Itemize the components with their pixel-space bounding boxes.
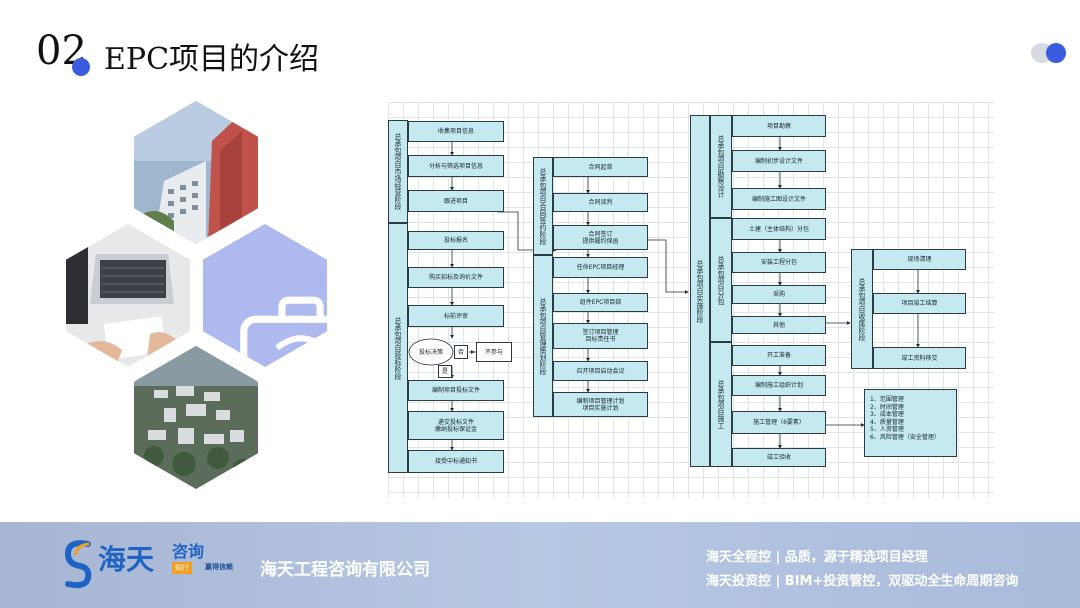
node-no-bid: 不参与 <box>476 342 512 362</box>
management-elements-list: 1、范围管理 2、时间管理 3、成本管理 4、质量管理 5、人资管理 6、风险管… <box>864 389 957 457</box>
node-form-dept: 组件EPC项目部 <box>553 293 648 312</box>
node-org-plan: 编制施工组织计划 <box>732 375 826 396</box>
node-yes-label: 是 <box>438 365 452 378</box>
node-track-project: 跟进项目 <box>408 190 504 212</box>
node-bid-signup: 投标报名 <box>408 231 504 250</box>
tagline-1: 海天全程控 | 品质，源于精选项目经理 <box>706 550 928 565</box>
aerial-city-photo-hexagon <box>134 346 258 489</box>
node-analyze-info: 分析与筛选项目信息 <box>408 155 504 177</box>
slide-title: EPC项目的介绍 <box>104 42 320 77</box>
phase-bid: 总承包项目投标阶段 <box>388 223 408 473</box>
company-name: 海天工程咨询有限公司 <box>260 560 430 580</box>
node-pre-review: 标前评审 <box>408 305 504 327</box>
briefcase-icon-hexagon <box>203 224 327 367</box>
building-photo-hexagon <box>134 101 258 244</box>
node-negotiate: 合同谈判 <box>553 193 648 212</box>
phase-implementation: 总承包项目实施阶段 <box>690 115 710 467</box>
laptop-photo-hexagon <box>66 224 190 367</box>
tagline-2: 海天投资控 | BIM+投资管控，双驱动全生命周期咨询 <box>706 574 1019 589</box>
epc-process-flowchart: 总承包项目市场经营阶段 总承包项目投标阶段 总承包项目合同签约阶段 总承包项目管… <box>388 102 994 498</box>
node-kickoff: 召开项目启动会议 <box>553 361 648 381</box>
company-logo-icon <box>64 540 92 589</box>
list-item: 5、人资管理 <box>870 426 904 434</box>
node-civil-sub: 土建（主体结构）分包 <box>732 218 826 240</box>
phase-closing: 总承包项目收尾阶段 <box>851 249 873 369</box>
phase-market: 总承包项目市场经营阶段 <box>388 120 408 223</box>
node-purchase: 采购 <box>732 285 826 304</box>
node-win-notice: 接受中标通知书 <box>408 450 504 473</box>
toggle-on-dot <box>1046 43 1066 63</box>
node-submit-bid: 递交投标文件缴纳投标保证金 <box>408 411 504 440</box>
list-item: 6、风险管理（安全管理） <box>870 433 940 441</box>
phase-subcontract: 总承包项目分包 <box>710 218 732 342</box>
node-no-label: 否 <box>454 345 468 359</box>
logo-name: 海天 <box>98 543 155 576</box>
phase-construction: 总承包项目施工 <box>710 342 732 467</box>
node-site-clean: 现场清理 <box>873 249 966 270</box>
node-construction-design: 编制施工图设计文件 <box>732 188 826 210</box>
node-responsibility: 签订项目管理目标责任书 <box>553 323 648 349</box>
footer-banner: 海天 咨询 知行 赢得信赖 海天工程咨询有限公司 海天全程控 | 品质，源于精选… <box>0 522 1080 608</box>
phase-planning: 总承包项目管理策划阶段 <box>533 255 553 417</box>
accent-dot <box>72 58 90 76</box>
list-item: 1、范围管理 <box>870 396 904 403</box>
list-item: 4、质量管理 <box>870 418 904 426</box>
node-construction-prep: 开工准备 <box>732 345 826 366</box>
node-acceptance: 竣工验收 <box>732 448 826 467</box>
phase-survey-design: 总承包项目勘察设计 <box>710 115 732 218</box>
node-construction-mgmt: 施工管理（6要素） <box>732 411 826 434</box>
node-settlement: 项目竣工结算 <box>873 293 966 314</box>
node-contract-sign: 合同签订提供履约保函 <box>553 225 648 250</box>
node-survey: 项目勘察 <box>732 115 826 137</box>
node-bid-decision: 投标决策 <box>418 348 443 356</box>
node-install-sub: 安装工程分包 <box>732 252 826 273</box>
node-buy-docs: 购买招标及询价文件 <box>408 267 504 288</box>
list-item: 3、成本管理 <box>870 411 904 419</box>
list-item: 2、时间管理 <box>870 403 904 411</box>
node-other: 其他 <box>732 316 826 334</box>
node-collect-info: 收集项目信息 <box>408 121 504 142</box>
node-management-plan: 编制项目管理计划项目实施计划 <box>553 392 648 417</box>
node-prepare-bid: 编制项目投标文件 <box>408 380 504 401</box>
node-handover: 竣工资料移交 <box>873 347 966 369</box>
node-contract-draft: 合同起草 <box>553 157 648 177</box>
logo-badge: 知行 <box>172 562 192 574</box>
node-prelim-design: 编制初步设计文件 <box>732 150 826 172</box>
logo-slogan: 赢得信赖 <box>205 563 233 571</box>
node-appoint-pm: 任命EPC项目经理 <box>553 257 648 278</box>
logo-subtitle: 咨询 <box>172 542 205 561</box>
phase-contract: 总承包项目合同签约阶段 <box>533 157 553 255</box>
